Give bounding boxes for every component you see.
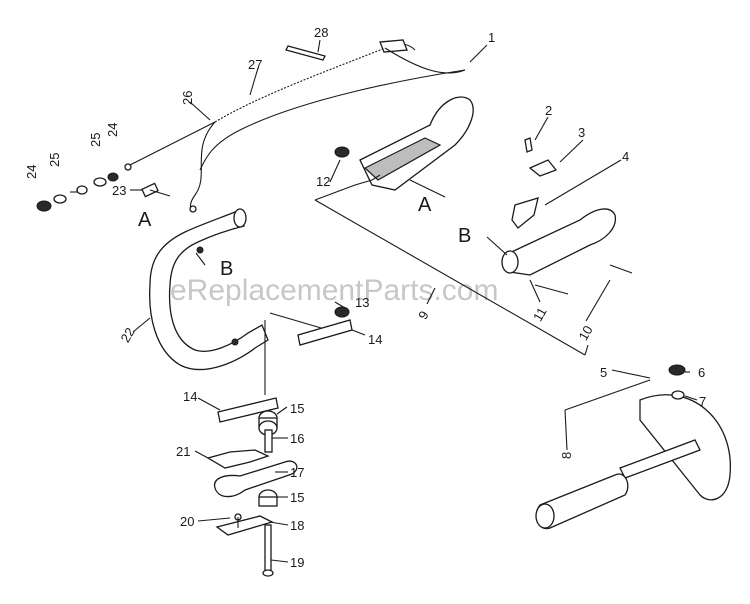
callout-13: 13 — [355, 295, 369, 310]
callout-20: 20 — [180, 514, 194, 529]
callout-14-lower: 14 — [183, 389, 197, 404]
callout-14-upper: 14 — [368, 332, 382, 347]
callout-25-right: 25 — [88, 133, 103, 147]
letter-b-loop: B — [220, 258, 233, 280]
callout-16: 16 — [290, 431, 304, 446]
callout-22: 22 — [117, 325, 137, 345]
watermark: eReplacementParts.com — [170, 274, 498, 307]
reference-letters: A B A B — [138, 194, 471, 280]
callout-11: 11 — [530, 305, 550, 324]
callout-2: 2 — [545, 103, 552, 118]
callout-15-lower: 15 — [290, 490, 304, 505]
callout-26: 26 — [180, 91, 195, 105]
hardware-stack — [36, 172, 119, 212]
clamp-mount — [206, 306, 353, 577]
letter-b-handle: B — [458, 225, 471, 247]
letter-a-handle: A — [418, 194, 432, 216]
callout-19: 19 — [290, 555, 304, 570]
callout-3: 3 — [578, 125, 585, 140]
callout-17: 17 — [290, 465, 304, 480]
callout-24-left: 24 — [24, 165, 39, 179]
callout-25-left: 25 — [47, 153, 62, 167]
screw-23 — [141, 182, 171, 198]
letter-a-loop: A — [138, 209, 152, 231]
callout-15-upper: 15 — [290, 401, 304, 416]
callout-8: 8 — [559, 452, 574, 459]
loop-handle — [149, 208, 269, 371]
callout-10: 10 — [575, 323, 595, 343]
throttle-cable — [124, 39, 466, 213]
callout-6: 6 — [698, 365, 705, 380]
callout-27: 27 — [248, 57, 262, 72]
throttle-handle — [314, 96, 633, 356]
callout-9: 9 — [415, 308, 432, 322]
callout-12: 12 — [316, 174, 330, 189]
callout-23: 23 — [112, 183, 126, 198]
callout-labels: 1 2 3 4 5 6 7 8 9 10 11 12 13 14 14 15 1… — [24, 25, 706, 570]
callout-28: 28 — [314, 25, 328, 40]
cable-tie — [285, 45, 326, 61]
callout-1: 1 — [488, 30, 495, 45]
grip-shield — [535, 364, 731, 530]
callout-21: 21 — [176, 444, 190, 459]
callout-18: 18 — [290, 518, 304, 533]
callout-4: 4 — [622, 149, 629, 164]
leader-lines — [130, 39, 698, 563]
callout-7: 7 — [699, 394, 706, 409]
callout-5: 5 — [600, 365, 607, 380]
callout-24-right: 24 — [105, 123, 120, 137]
